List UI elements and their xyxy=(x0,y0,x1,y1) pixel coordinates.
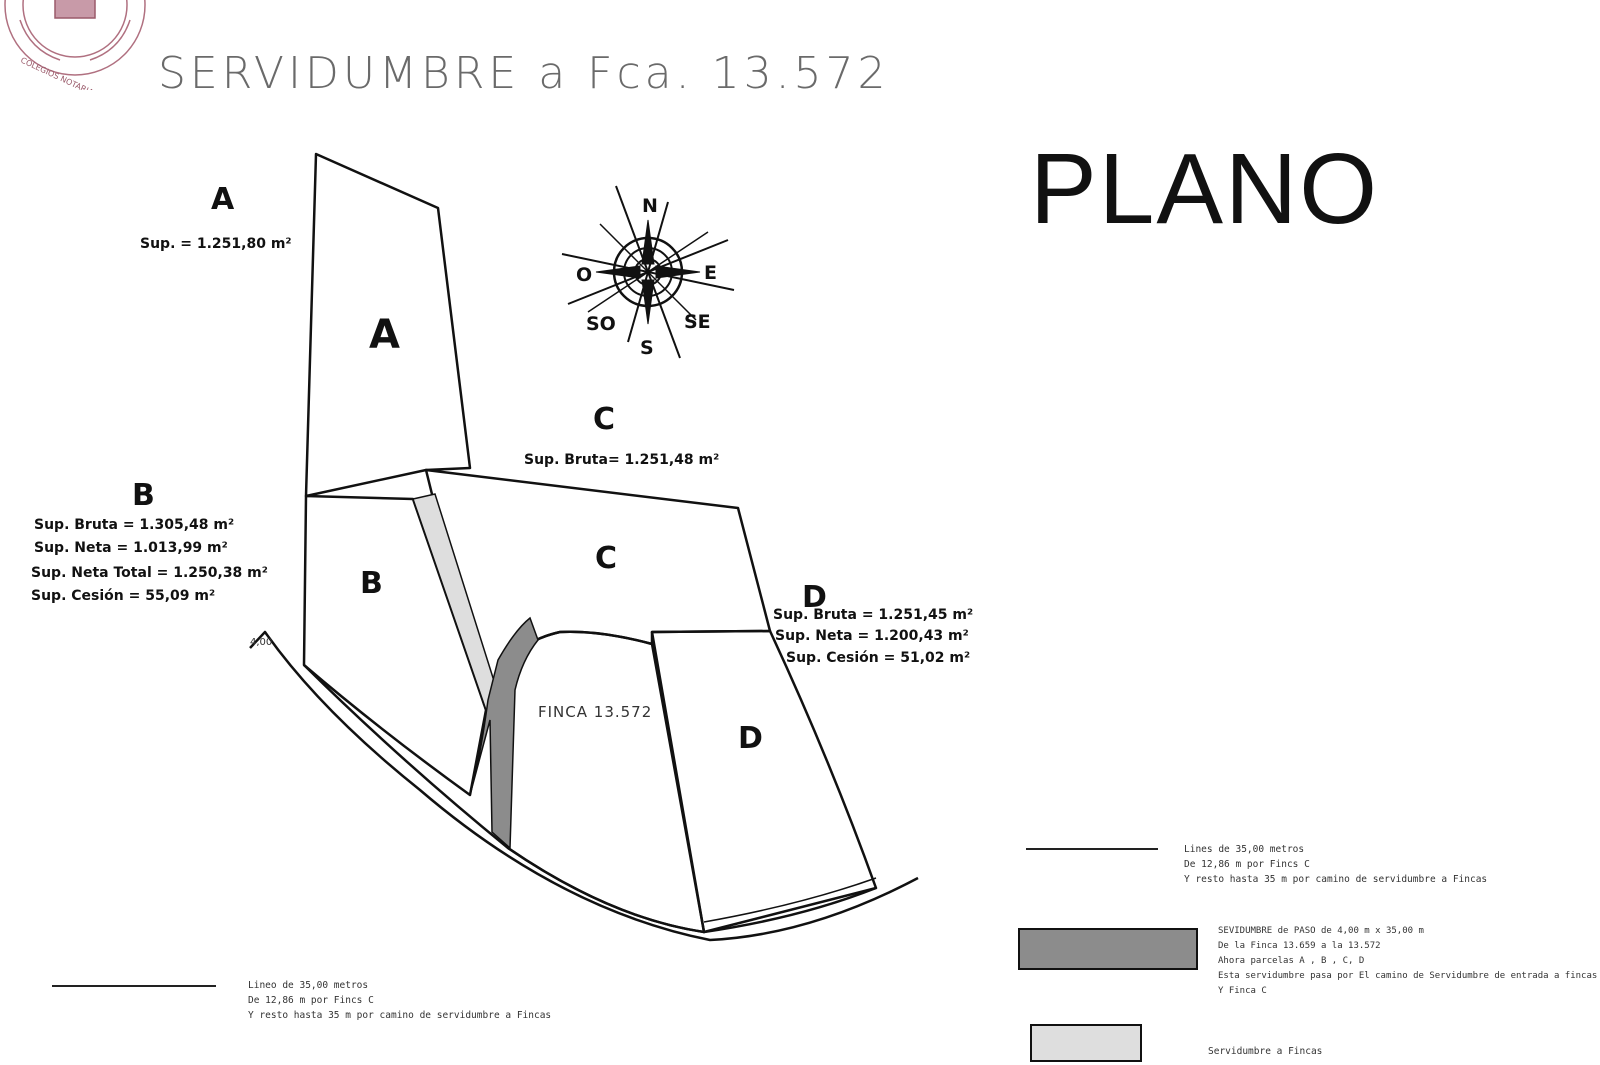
legend-right-line-sample xyxy=(1026,848,1158,850)
parcel-d-cesion: Sup. Cesión = 51,02 m² xyxy=(786,650,971,666)
legend-dark-line2: De la Finca 13.659 a la 13.572 xyxy=(1218,941,1381,951)
width-mark: 4,00 xyxy=(250,637,272,648)
parcel-a-header: A xyxy=(211,182,235,217)
parcel-a-sup: Sup. = 1.251,80 m² xyxy=(140,236,292,252)
parcel-a-letter: A xyxy=(369,312,400,358)
parcel-c-header: C xyxy=(593,402,616,437)
legend-right-line3: Y resto hasta 35 m por camino de servidu… xyxy=(1184,874,1488,885)
parcel-b-header: B xyxy=(132,478,155,513)
parcel-c-letter: C xyxy=(595,541,618,576)
plano-heading: PLANO xyxy=(1030,133,1380,245)
parcel-b-letter: B xyxy=(360,566,383,601)
legend-dark-line3: Ahora parcelas A , B , C, D xyxy=(1218,956,1365,966)
compass-so-label: SO xyxy=(586,313,616,335)
legend-left-line2: De 12,86 m por Fincs C xyxy=(248,995,374,1006)
legend-dark-line5: Y Finca C xyxy=(1218,986,1267,996)
parcel-d-letter: D xyxy=(738,721,763,756)
finca-13572-label: FINCA 13.572 xyxy=(538,703,653,721)
legend-dark-line1: SEVIDUMBRE de PASO de 4,00 m x 35,00 m xyxy=(1218,926,1424,936)
notary-seal: COLEGIOS NOTARIALES DE ESPAÑA xyxy=(4,0,152,90)
legend-right-line-text: Lines de 35,00 metros De 12,86 m por Fin… xyxy=(1184,842,1487,887)
legend-right-line2: De 12,86 m por Fincs C xyxy=(1184,859,1310,870)
compass-rose xyxy=(561,185,735,359)
legend-left-line-sample xyxy=(52,985,216,987)
compass-n-label: N xyxy=(642,195,658,217)
servidumbre-paso-strip xyxy=(469,616,539,850)
legend-light-swatch xyxy=(1030,1024,1142,1062)
road-outer-edge xyxy=(249,630,919,942)
parcel-a-shape xyxy=(304,152,472,498)
legend-dark-text: SEVIDUMBRE de PASO de 4,00 m x 35,00 m D… xyxy=(1218,924,1597,999)
legend-left-line3: Y resto hasta 35 m por camino de servidu… xyxy=(248,1010,552,1021)
parcel-b-neta: Sup. Neta = 1.013,99 m² xyxy=(34,540,228,556)
servidumbre-light-strip xyxy=(412,493,501,712)
legend-dark-line4: Esta servidumbre pasa por El camino de S… xyxy=(1218,971,1598,981)
compass-e-label: E xyxy=(704,262,717,284)
parcel-c-bruta: Sup. Bruta= 1.251,48 m² xyxy=(524,452,720,468)
compass-se-label: SE xyxy=(684,311,711,333)
legend-dark-swatch xyxy=(1018,928,1198,970)
parcel-d-neta: Sup. Neta = 1.200,43 m² xyxy=(775,628,969,644)
legend-light-text: Servidumbre a Fincas xyxy=(1208,1046,1323,1057)
parcel-b-cesion: Sup. Cesión = 55,09 m² xyxy=(31,588,216,604)
road-inner-edge xyxy=(303,664,877,934)
compass-o-label: O xyxy=(576,264,592,286)
legend-left-text: Lineo de 35,00 metros De 12,86 m por Fin… xyxy=(248,978,551,1023)
legend-right-line1: Lines de 35,00 metros xyxy=(1184,844,1305,855)
parcel-b-neta-total: Sup. Neta Total = 1.250,38 m² xyxy=(31,565,268,581)
parcel-b-bruta: Sup. Bruta = 1.305,48 m² xyxy=(34,517,235,533)
parcel-d-header: D xyxy=(802,580,827,615)
compass-s-label: S xyxy=(640,337,654,359)
legend-left-line1: Lineo de 35,00 metros xyxy=(248,980,369,991)
finca-13572-shape xyxy=(506,630,706,934)
page-title: SERVIDUMBRE a Fca. 13.572 xyxy=(158,48,890,99)
parcel-d-bruta: Sup. Bruta = 1.251,45 m² xyxy=(773,607,974,623)
parcel-d-shape xyxy=(650,629,878,934)
